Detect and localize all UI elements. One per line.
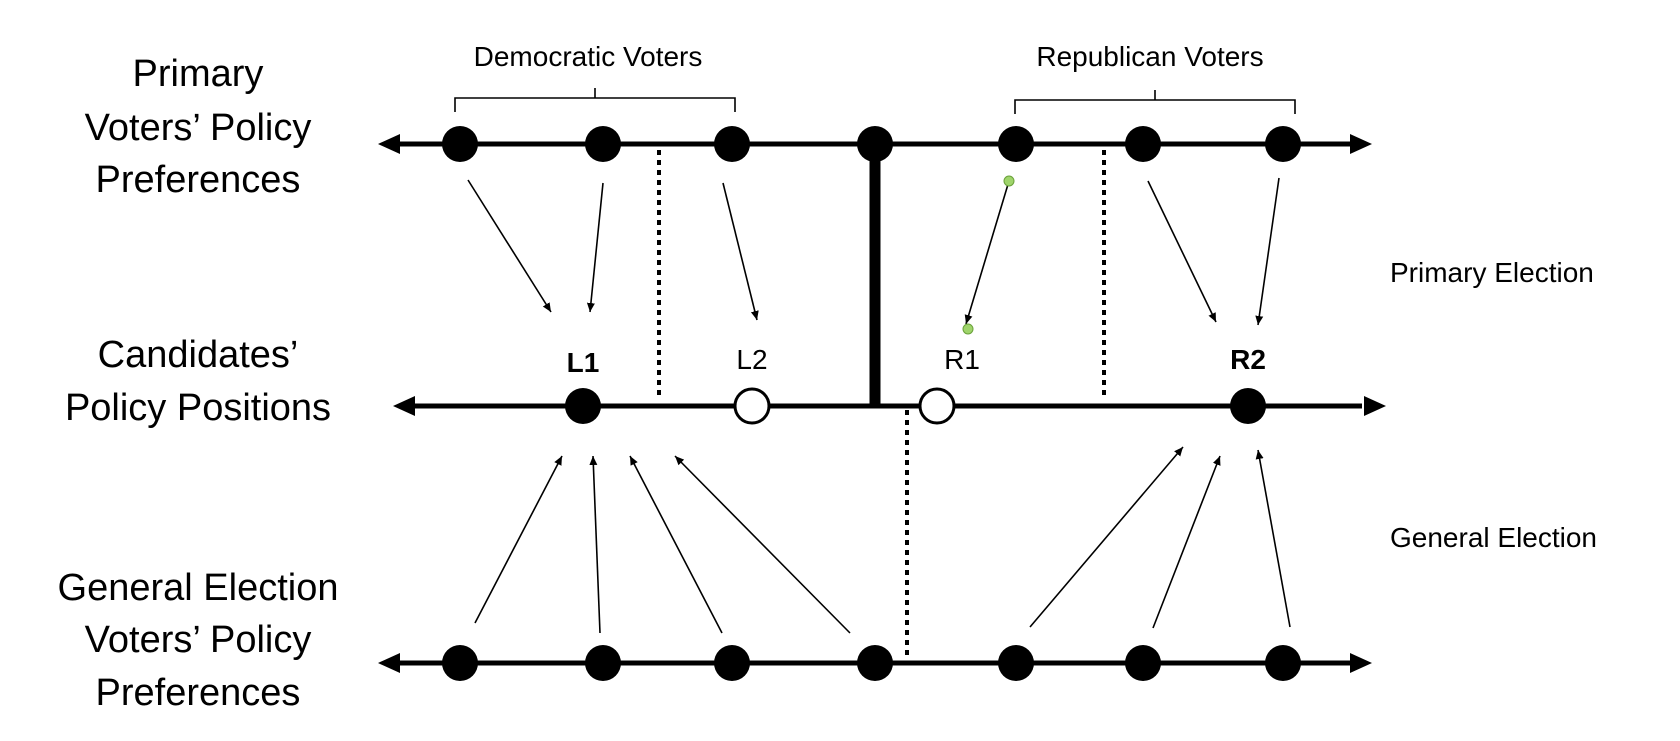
primary-arrow xyxy=(722,182,759,321)
candidates-row-label-line2: Policy Positions xyxy=(65,387,331,429)
general-row-label-line3: Preferences xyxy=(96,672,301,714)
general-arrow xyxy=(1029,446,1184,628)
general-arrow xyxy=(674,455,851,634)
primary-election-label: Primary Election xyxy=(1390,257,1594,288)
general-arrow xyxy=(629,455,723,634)
primary-voter-dot xyxy=(998,126,1034,162)
general-voter-dot xyxy=(442,645,478,681)
general-voter-dot xyxy=(1265,645,1301,681)
primary-voter-dot xyxy=(714,126,750,162)
general-voter-dot xyxy=(857,645,893,681)
general-row-label: General Election Voters’ Policy Preferen… xyxy=(58,567,339,714)
candidate-l2: L2 xyxy=(733,344,771,425)
primary-row-label-line2: Voters’ Policy xyxy=(85,107,312,149)
general-voter-dot xyxy=(714,645,750,681)
primary-arrow xyxy=(586,182,604,313)
general-arrow xyxy=(589,455,601,634)
general-voter-dot xyxy=(1125,645,1161,681)
democratic-voters-brace xyxy=(454,88,736,112)
democratic-voters-label: Democratic Voters xyxy=(474,41,703,72)
primary-voter-dot xyxy=(585,126,621,162)
candidate-l2-marker xyxy=(733,387,771,425)
candidate-l1-marker xyxy=(565,388,601,424)
arrow-handle-start xyxy=(1003,175,1015,187)
general-voter-dots xyxy=(442,645,1301,681)
candidate-r1-marker xyxy=(918,387,956,425)
general-row-label-line2: Voters’ Policy xyxy=(85,619,312,661)
general-row-label-line1: General Election xyxy=(58,567,339,609)
primary-arrow xyxy=(467,179,552,313)
primary-arrow xyxy=(964,180,1010,325)
arrow-handle-end xyxy=(962,323,974,335)
general-arrow xyxy=(1255,449,1291,628)
primary-voter-dots xyxy=(442,126,1301,162)
primary-arrow xyxy=(1255,177,1280,326)
general-arrow xyxy=(474,455,563,624)
general-arrow xyxy=(1152,455,1221,629)
candidate-l1: L1 xyxy=(565,347,601,424)
candidate-r2-label: R2 xyxy=(1230,344,1266,375)
primary-row-label-line3: Preferences xyxy=(96,159,301,201)
primary-row-label-line1: Primary xyxy=(133,53,264,95)
general-voter-dot xyxy=(585,645,621,681)
candidates-row-label: Candidates’ Policy Positions xyxy=(65,334,331,429)
primary-arrow xyxy=(1147,180,1217,323)
candidate-r1: R1 xyxy=(918,344,980,425)
primary-voter-dot xyxy=(1265,126,1301,162)
primary-voter-dot xyxy=(1125,126,1161,162)
candidate-r2-marker xyxy=(1230,388,1266,424)
candidates-row-label-line1: Candidates’ xyxy=(98,334,299,376)
primary-arrows xyxy=(467,177,1280,326)
republican-voters-label: Republican Voters xyxy=(1036,41,1263,72)
general-voter-dot xyxy=(998,645,1034,681)
general-election-label: General Election xyxy=(1390,522,1597,553)
general-arrows xyxy=(474,446,1291,634)
candidate-l2-label: L2 xyxy=(736,344,767,375)
primary-voter-dot xyxy=(857,126,893,162)
primary-row-label: Primary Voters’ Policy Preferences xyxy=(85,53,312,201)
candidate-r1-label: R1 xyxy=(944,344,980,375)
primary-voter-dot xyxy=(442,126,478,162)
republican-voters-brace xyxy=(1014,90,1296,114)
candidate-l1-label: L1 xyxy=(567,347,600,378)
candidate-r2: R2 xyxy=(1230,344,1266,424)
